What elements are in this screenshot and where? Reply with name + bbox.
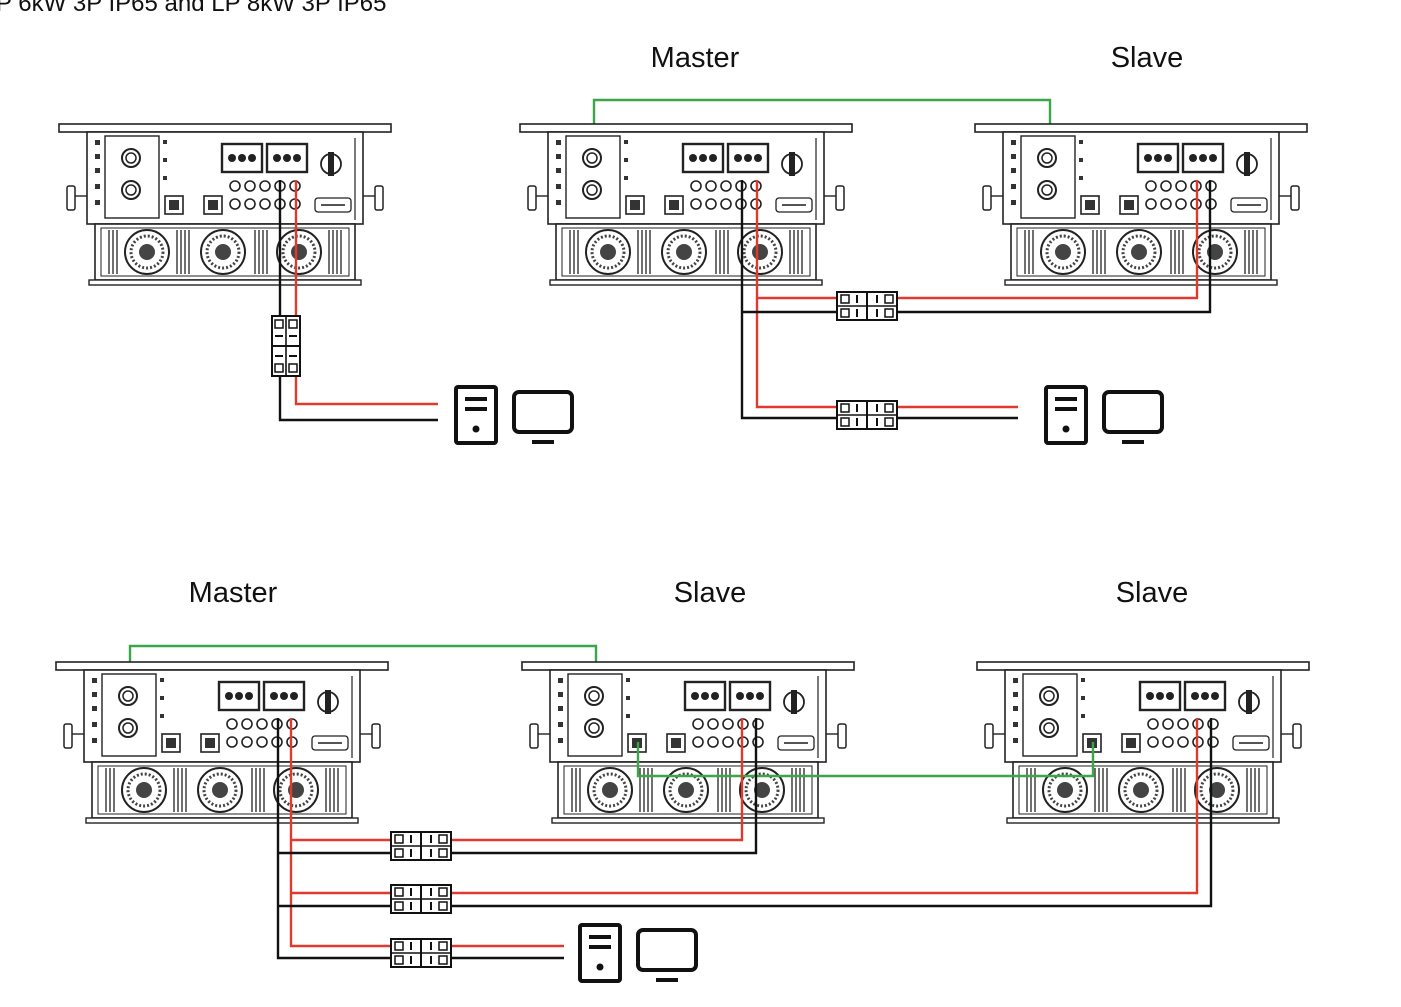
computer-tower-icon <box>578 923 698 983</box>
neutral-wire <box>740 180 1018 420</box>
bottom-slave-label-1: Slave <box>674 577 747 609</box>
inverter-icon <box>973 122 1309 287</box>
live-wire <box>291 718 1199 895</box>
breaker-icon <box>390 831 452 861</box>
bottom-slave-label-2: Slave <box>1116 577 1189 609</box>
bottom-master-label: Master <box>189 577 278 609</box>
inverter-icon <box>57 122 393 287</box>
inverter-icon <box>975 660 1311 825</box>
inverter-icon <box>518 122 854 287</box>
top-slave-label: Slave <box>1111 42 1184 74</box>
neutral-wire <box>278 180 438 422</box>
neutral-wire <box>276 718 564 960</box>
comm-cable-slaves <box>636 742 1095 778</box>
neutral-wire <box>278 718 1213 908</box>
breaker-icon <box>390 938 452 968</box>
live-wire <box>289 718 564 948</box>
neutral-wire <box>742 180 1212 314</box>
inverter-icon <box>520 660 856 825</box>
computer-tower-icon <box>1044 385 1164 445</box>
computer-tower-icon <box>454 385 574 445</box>
inverter-icon <box>54 660 390 825</box>
breaker-icon <box>390 884 452 914</box>
page-header: P 6kW 3P IP65 and LP 8kW 3P IP65 <box>0 0 386 17</box>
breaker-icon <box>836 400 898 430</box>
live-wire <box>294 180 438 406</box>
top-master-label: Master <box>651 42 740 74</box>
live-wire <box>757 180 1199 300</box>
breaker-icon <box>271 315 301 377</box>
breaker-icon <box>836 291 898 321</box>
live-wire <box>755 180 1018 409</box>
